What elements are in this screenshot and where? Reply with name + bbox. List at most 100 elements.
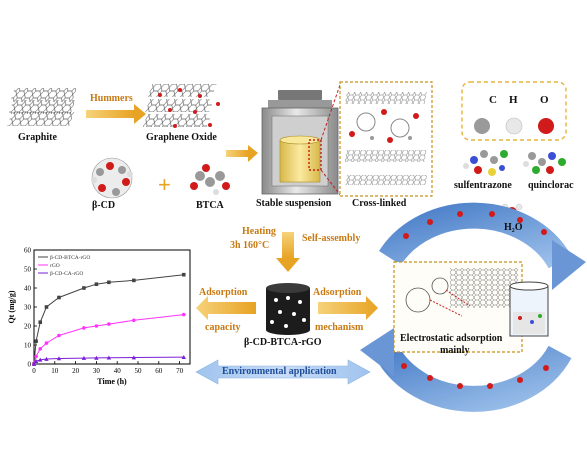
y-axis-label: Qt (mg/g) [7, 290, 16, 323]
data-point [82, 326, 86, 330]
data-point [56, 356, 62, 361]
quinclorac-label: quinclorac [528, 180, 574, 191]
x-tick-label: 40 [114, 367, 122, 375]
data-point [44, 341, 49, 345]
water-label: H₂O [504, 222, 523, 233]
btca-label: BTCA [196, 200, 224, 211]
environmental-application-label: Environmental application [222, 366, 337, 377]
data-point [132, 318, 136, 323]
data-point [31, 361, 37, 366]
adsorption-left-label: Adsorption [199, 287, 248, 298]
data-point [38, 347, 43, 351]
x-tick-label: 70 [176, 367, 184, 375]
data-point [181, 312, 186, 317]
heating-conditions-label: 3h 160°C [230, 240, 270, 251]
mechanism-line2-label: mainly [440, 345, 470, 356]
data-point [34, 354, 38, 359]
heating-arrow [276, 232, 300, 272]
environmental-application-arrow [195, 359, 371, 385]
chart-plot-area [33, 249, 191, 365]
autoclave-reactor-illustration [261, 90, 339, 195]
y-tick-label: 0 [28, 361, 32, 369]
x-tick-label: 0 [32, 367, 36, 375]
y-tick-label: 60 [24, 247, 32, 255]
quinclorac-molecule-illustration [523, 152, 566, 174]
beta-cd-label: β-CD [92, 200, 116, 211]
data-point [181, 272, 186, 277]
btca-molecule-illustration [190, 164, 230, 195]
x-tick-label: 20 [72, 367, 80, 375]
series-line-2 [33, 356, 184, 365]
data-point [181, 354, 186, 359]
to-reactor-arrow [226, 145, 258, 162]
data-point [57, 333, 61, 338]
carbon-atom-icon [474, 118, 490, 134]
hummers-arrow [86, 104, 146, 124]
sulfentrazone-molecule-illustration [463, 150, 508, 176]
carbon-label: C [489, 94, 497, 106]
data-point [38, 320, 43, 324]
data-point [33, 358, 39, 363]
stable-suspension-label: Stable suspension [256, 198, 332, 209]
x-tick-label: 10 [51, 367, 59, 375]
hydrogen-label: H [509, 94, 518, 106]
data-point [82, 286, 86, 290]
adsorption-mechanism-arrow [318, 296, 378, 320]
data-point [94, 355, 99, 360]
legend-label: rGO [50, 263, 60, 269]
data-point [107, 280, 111, 285]
data-point [94, 324, 99, 328]
adsorption-capacity-arrow [196, 296, 256, 320]
cross-linked-structure-illustration [339, 81, 433, 197]
data-point [34, 339, 38, 343]
legend-label: β-CD-CA-rGO [50, 271, 83, 277]
data-point [44, 356, 49, 361]
hummers-label: Hummers [90, 93, 133, 104]
mechanism-detail-box [393, 261, 523, 353]
sulfentrazone-label: sulfentrazone [454, 180, 512, 191]
data-point [107, 322, 111, 326]
x-tick-label: 50 [135, 367, 143, 375]
data-point [81, 355, 87, 360]
atom-legend-box [461, 81, 567, 141]
plus-sign: + [158, 172, 171, 197]
data-point [38, 357, 43, 362]
graphite-illustration [7, 88, 77, 126]
x-axis-label: Time (h) [97, 377, 127, 386]
mechanism-line1-label: Electrostatic adsorption [400, 333, 503, 344]
beaker-illustration [509, 281, 549, 337]
x-tick-label: 30 [93, 367, 101, 375]
y-tick-label: 30 [24, 304, 32, 312]
heating-label: Heating [242, 226, 276, 237]
data-point [44, 305, 49, 309]
series-line-1 [33, 314, 184, 365]
self-assembly-label: Self-assembly [302, 233, 361, 244]
legend-label: β-CD-BTCA-rGO [50, 255, 90, 261]
product-cylinder-illustration [266, 283, 310, 335]
x-tick-label: 60 [155, 367, 163, 375]
mechanism-cycle [360, 202, 586, 412]
data-point [132, 278, 136, 283]
product-label: β-CD-BTCA-rGO [244, 337, 322, 348]
capacity-label: capacity [205, 322, 241, 333]
cross-linked-label: Cross-linked [352, 198, 407, 209]
y-tick-label: 10 [24, 342, 32, 350]
y-tick-label: 50 [24, 266, 32, 274]
zoom-callout-lines [320, 81, 342, 197]
beta-cd-molecule-illustration [91, 157, 133, 199]
mechanism-label: mechanism [315, 322, 364, 333]
y-tick-label: 40 [24, 285, 32, 293]
series-line-0 [33, 274, 184, 365]
data-point [94, 282, 99, 286]
graphite-label: Graphite [18, 132, 57, 143]
graphene-oxide-illustration [142, 84, 220, 128]
hydrogen-atom-icon [505, 117, 523, 135]
data-point [106, 355, 112, 360]
graphene-oxide-label: Graphene Oxide [146, 132, 217, 143]
adsorption-right-label: Adsorption [313, 287, 362, 298]
y-tick-label: 20 [24, 323, 32, 331]
oxygen-atom-icon [538, 118, 554, 134]
oxygen-label: O [540, 94, 549, 106]
